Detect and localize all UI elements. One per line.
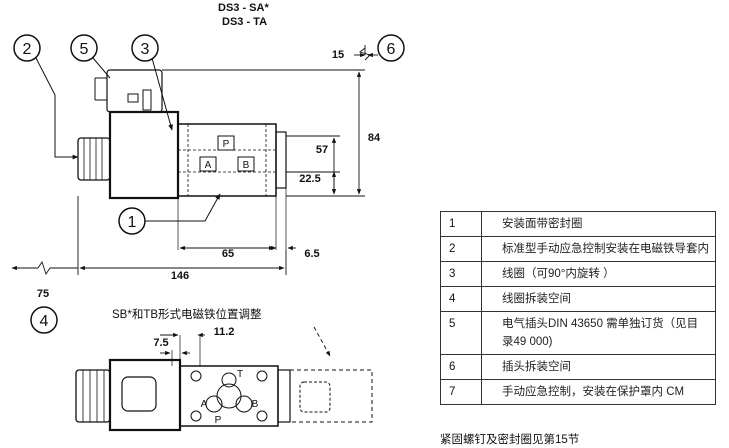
legend-row: 5 电气插头DIN 43650 需单独订货（见目录49 000) — [440, 311, 716, 355]
port-label-p: P — [223, 139, 230, 150]
legend-row: 7 手动应急控制，安装在保护罩内 CM — [440, 379, 716, 405]
drawing-title-line1: DS3 - SA* — [218, 2, 269, 14]
legend-number: 7 — [440, 379, 482, 405]
port-label-p-bottom: P — [215, 415, 222, 426]
callout-4: 4 — [30, 306, 58, 334]
port-label-b-bottom: B — [252, 399, 259, 410]
leader-lines — [35, 57, 221, 222]
valve-top-view — [77, 69, 287, 250]
legend-row: 1 安装面带密封圈 — [440, 211, 716, 237]
dim-75: 75 — [37, 288, 49, 300]
dim-22-5: 22.5 — [299, 173, 320, 185]
dim-146: 146 — [171, 270, 189, 282]
callout-1: 1 — [118, 207, 146, 235]
footnote: 紧固螺钉及密封圈见第15节 — [440, 434, 580, 446]
svg-text:4: 4 — [40, 313, 49, 330]
bottom-dimension-lines — [160, 326, 331, 357]
dim-57: 57 — [316, 144, 328, 156]
legend-table: 1 安装面带密封圈 2 标准型手动应急控制安装在电磁铁导套内 3 线圈（可90°… — [440, 211, 716, 405]
port-label-t-bottom: T — [237, 369, 243, 380]
svg-text:1: 1 — [128, 214, 137, 231]
dim-65: 65 — [222, 248, 234, 260]
legend-description: 标准型手动应急控制安装在电磁铁导套内 — [481, 236, 716, 262]
legend-number: 6 — [440, 354, 482, 380]
legend-description: 手动应急控制，安装在保护罩内 CM — [481, 379, 716, 405]
legend-number: 5 — [440, 311, 482, 355]
legend-description: 线圈（可90°内旋转 ） — [481, 261, 716, 287]
legend-row: 3 线圈（可90°内旋转 ） — [440, 261, 716, 287]
callout-3: 3 — [131, 34, 159, 62]
port-label-b: B — [243, 160, 250, 171]
legend-row: 6 插头拆装空间 — [440, 354, 716, 380]
callout-2: 2 — [13, 34, 41, 62]
legend-row: 4 线圈拆装空间 — [440, 286, 716, 312]
port-label-a-bottom: A — [201, 399, 208, 410]
legend-number: 2 — [440, 236, 482, 262]
dim-7-5: 7.5 — [153, 337, 168, 349]
svg-text:3: 3 — [141, 41, 150, 58]
port-label-a: A — [205, 160, 212, 171]
legend-description: 线圈拆装空间 — [481, 286, 716, 312]
dim-15: 15 — [332, 49, 344, 61]
section-title: SB*和TB形式电磁铁位置调整 — [112, 307, 262, 321]
callout-5: 5 — [70, 34, 98, 62]
drawing-title-line2: DS3 - TA — [222, 16, 267, 28]
svg-text:6: 6 — [387, 41, 396, 58]
legend-description: 插头拆装空间 — [481, 354, 716, 380]
legend-description: 安装面带密封圈 — [481, 211, 716, 237]
valve-bottom-view — [75, 335, 373, 432]
legend-row: 2 标准型手动应急控制安装在电磁铁导套内 — [440, 236, 716, 262]
callout-6: 6 — [377, 34, 405, 62]
dim-84: 84 — [368, 132, 381, 144]
dim-11-2: 11.2 — [214, 326, 235, 338]
legend-number: 3 — [440, 261, 482, 287]
legend-description: 电气插头DIN 43650 需单独订货（见目录49 000) — [481, 311, 716, 355]
legend-number: 1 — [440, 211, 482, 237]
legend-number: 4 — [440, 286, 482, 312]
dimension-lines — [11, 45, 378, 276]
svg-text:5: 5 — [80, 41, 89, 58]
svg-text:2: 2 — [23, 41, 32, 58]
dim-6-5: 6.5 — [304, 248, 319, 260]
